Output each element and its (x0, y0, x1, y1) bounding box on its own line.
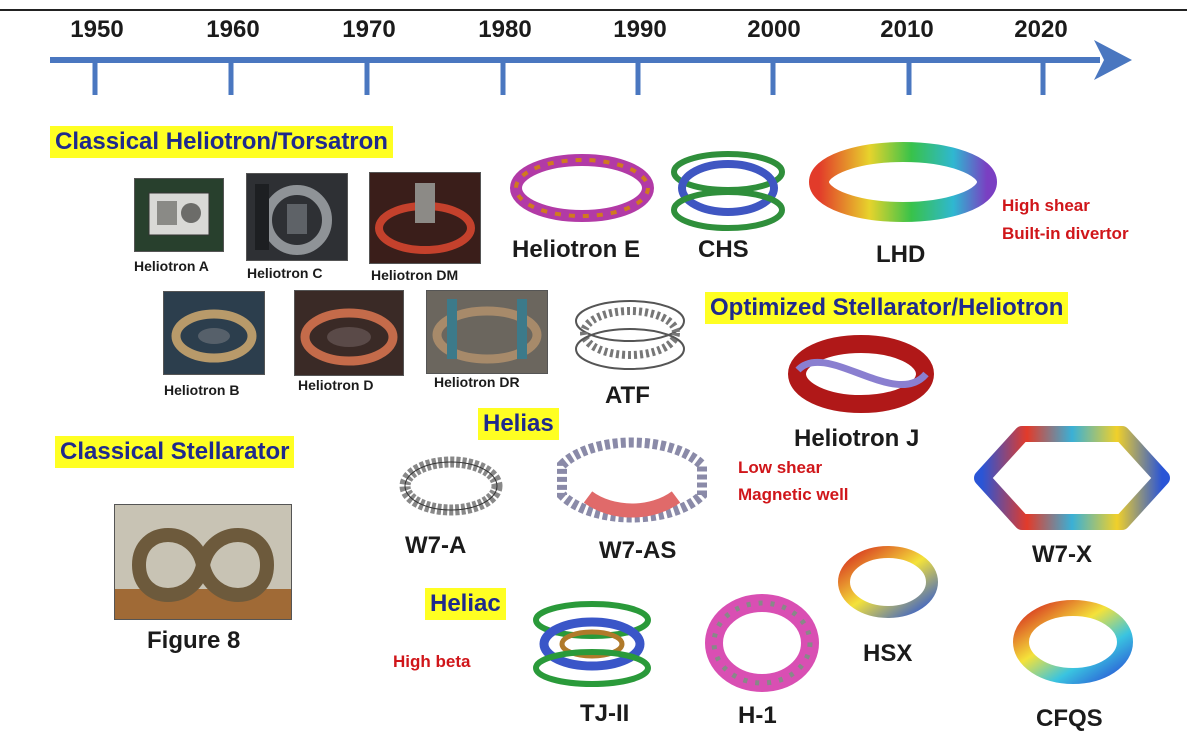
device-label: Heliotron A (134, 258, 209, 274)
device-label: W7-X (1032, 541, 1092, 568)
year-label: 1960 (206, 16, 260, 43)
device-label: W7-A (405, 532, 467, 559)
year-label: 1950 (70, 16, 124, 43)
device-label: CHS (698, 236, 749, 263)
chs-diagram (668, 138, 788, 236)
device-label: Heliotron DM (371, 267, 459, 283)
device-label: CFQS (1036, 705, 1103, 732)
device-label: ATF (605, 382, 650, 409)
category-helias: Helias (478, 408, 559, 440)
year-label: 2020 (1014, 16, 1068, 43)
device-label: Heliotron J (794, 425, 920, 452)
atf-diagram (570, 291, 690, 375)
hsx-diagram (832, 540, 944, 624)
heliotron-j-diagram (786, 330, 936, 420)
w7as-diagram (552, 435, 712, 535)
cfqs-diagram (1010, 596, 1136, 688)
device-label: Heliotron DR (434, 374, 520, 390)
heliotron-dr-photo (426, 290, 548, 374)
year-label: 2000 (747, 16, 801, 43)
timeline-axis (50, 40, 1132, 95)
timeline-arrowhead (1094, 40, 1132, 80)
lhd-diagram (805, 136, 1001, 228)
category-heliac: Heliac (425, 588, 506, 620)
device-label: Figure 8 (147, 627, 241, 654)
device-label: TJ-II (580, 700, 630, 727)
w7x-diagram (972, 420, 1172, 536)
heliotron-c-photo (246, 173, 348, 261)
heliotron-dm-photo (369, 172, 481, 264)
heliotron-b-photo (163, 291, 265, 375)
device-label: Heliotron D (298, 377, 374, 393)
year-label: 2010 (880, 16, 934, 43)
category-optimized: Optimized Stellarator/Heliotron (705, 292, 1069, 324)
device-label: W7-AS (599, 537, 677, 564)
heliotron-j-note: Low shear (738, 458, 823, 477)
heliotron-e-diagram (507, 148, 657, 228)
lhd-note: Built-in divertor (1002, 224, 1129, 243)
year-label: 1980 (478, 16, 532, 43)
h1-diagram (700, 588, 824, 698)
device-label: Heliotron C (247, 265, 323, 281)
heliotron-j-note: Magnetic well (738, 485, 849, 504)
category-classical-heliotron: Classical Heliotron/Torsatron (50, 126, 393, 158)
lhd-note: High shear (1002, 196, 1090, 215)
device-label: Heliotron E (512, 236, 641, 263)
device-label: HSX (863, 640, 913, 667)
heliac-note: High beta (393, 652, 471, 671)
heliotron-a-photo (134, 178, 224, 252)
heliotron-d-photo (294, 290, 404, 376)
device-label: LHD (876, 241, 926, 268)
figure8-photo (114, 504, 292, 620)
year-label: 1990 (613, 16, 667, 43)
top-rule (0, 9, 1187, 11)
year-label: 1970 (342, 16, 396, 43)
device-label: H-1 (738, 702, 777, 729)
tj2-diagram (530, 598, 654, 690)
category-classical-stellarator: Classical Stellarator (55, 436, 295, 468)
w7a-diagram (396, 446, 506, 526)
device-label: Heliotron B (164, 382, 240, 398)
